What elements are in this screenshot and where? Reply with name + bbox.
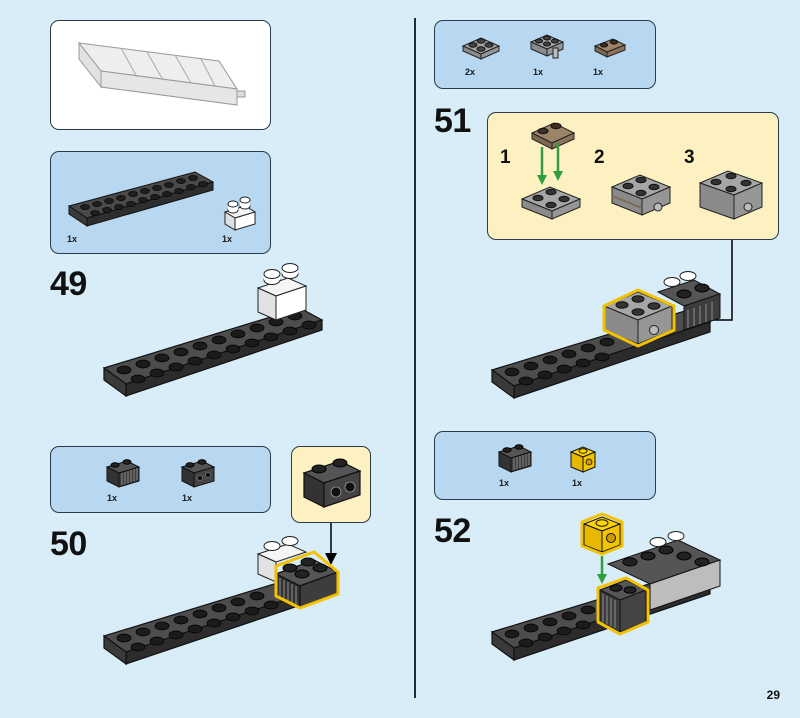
step-49-parts-panel: 1x 1x (50, 151, 271, 254)
step-50-number: 50 (50, 525, 87, 563)
brick-with-holes-callout-image (302, 458, 362, 508)
white-brick-1x2-part (223, 196, 257, 231)
page-number: 29 (766, 688, 780, 702)
step-51-subassembly-panel: 1 2 3 (487, 112, 779, 240)
completed-assembly-image (77, 41, 246, 106)
step-49-assembly (102, 263, 324, 398)
step-50-assembly (102, 536, 340, 666)
step-52-number: 52 (434, 512, 471, 550)
substep-3-number: 3 (684, 147, 695, 168)
step-49-number: 49 (50, 265, 87, 303)
step-51-part-1-qty: 2x (465, 67, 476, 77)
step-51-part-3-qty: 1x (593, 67, 604, 77)
step-52-assembly (490, 512, 722, 662)
step-52-part-1-qty: 1x (499, 478, 510, 488)
substep-2-image (610, 174, 672, 216)
step-52-part-2-qty: 1x (572, 478, 583, 488)
step-51-number: 51 (434, 102, 471, 140)
dark-grey-grille-brick-part (105, 459, 141, 488)
dark-grey-brick-with-holes-part (180, 459, 216, 488)
step-51-assembly (490, 271, 722, 400)
grey-plate-2x2-part (461, 37, 501, 60)
previous-result-panel (50, 20, 271, 130)
substep-1-number: 1 (500, 147, 511, 168)
dark-grey-plate-2x10-part (67, 171, 215, 227)
substep-3-image (698, 170, 764, 220)
step-50-part-1-qty: 1x (107, 493, 118, 503)
step-49-part-2-qty: 1x (222, 234, 233, 244)
step-51-parts-panel: 2x 1x 1x (434, 20, 656, 89)
step-50-part-2-qty: 1x (182, 493, 193, 503)
step-52-parts-panel: 1x 1x (434, 431, 656, 500)
substep-2-number: 2 (594, 147, 605, 168)
tan-plate-part (593, 38, 627, 58)
step-51-part-2-qty: 1x (533, 67, 544, 77)
step-49-part-1-qty: 1x (67, 234, 78, 244)
grey-plate-with-pin-part (529, 34, 565, 59)
yellow-brick-with-hole-part (569, 446, 597, 473)
step-50-parts-panel: 1x 1x (50, 446, 271, 513)
dark-grey-grille-brick-part-52 (497, 444, 533, 473)
step-50-subassembly-panel (291, 446, 371, 523)
step-50-placement-arrow (325, 523, 337, 565)
substep-1-image (520, 122, 582, 220)
column-divider (414, 18, 416, 698)
